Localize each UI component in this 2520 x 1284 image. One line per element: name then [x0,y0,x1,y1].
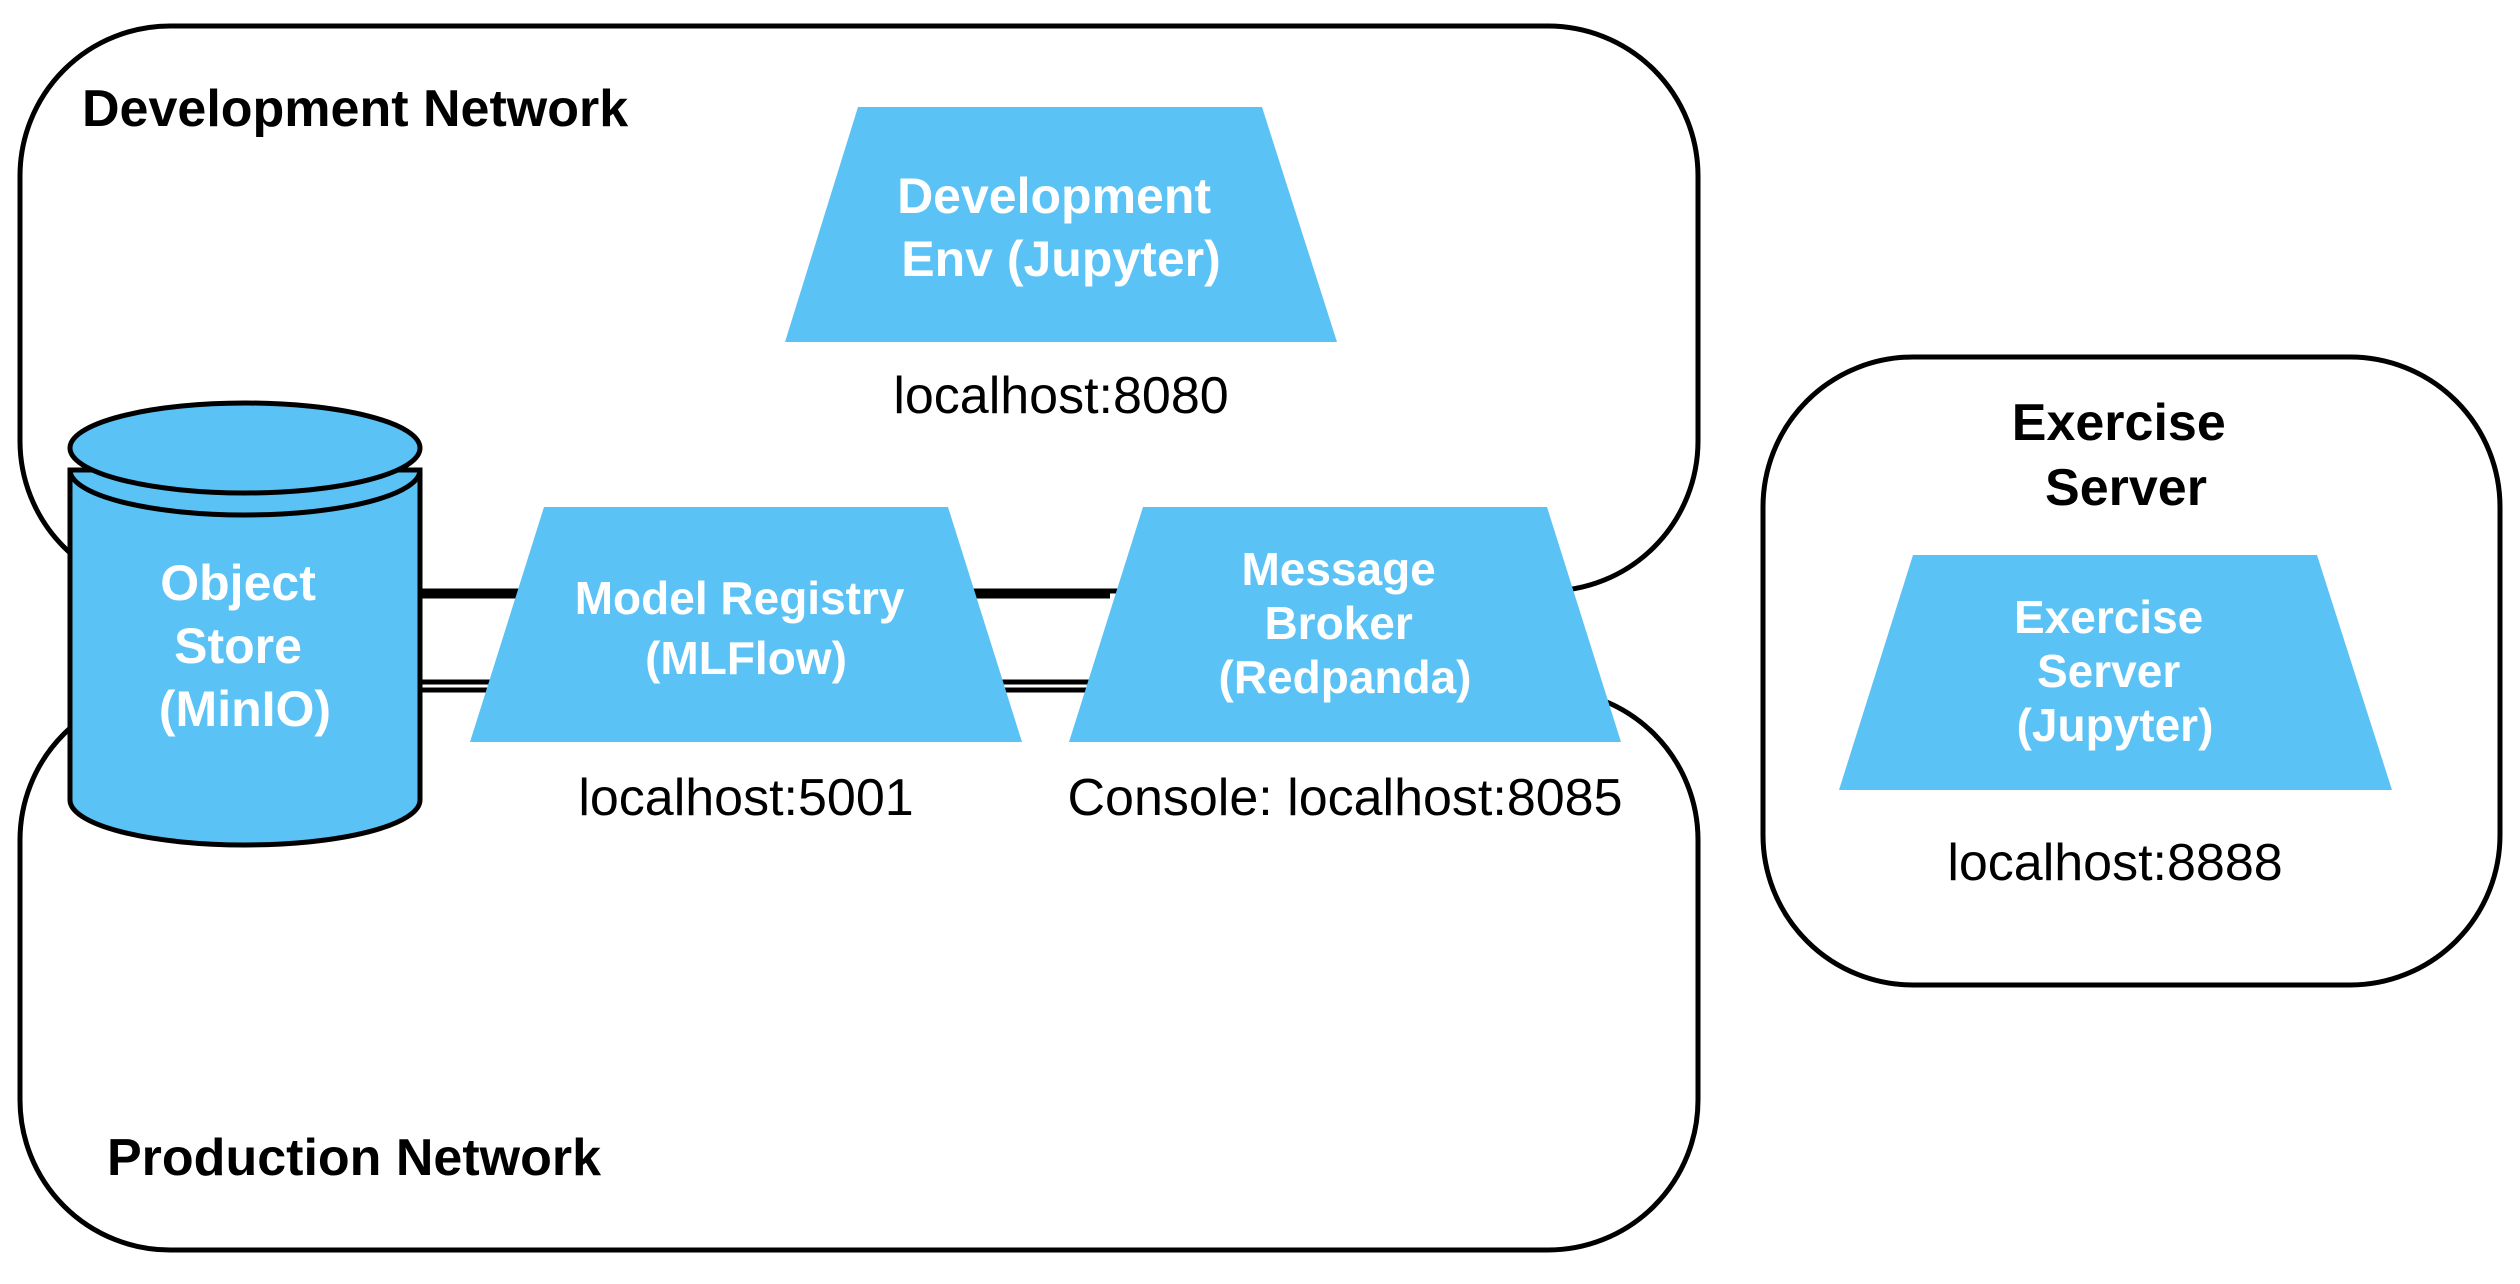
dev-env-line1: Development [897,168,1211,224]
development-network-label: Development Network [82,80,628,138]
exercise-server-line1: Exercise [2014,591,2203,643]
object-store-line1: Object [160,555,316,611]
object-store-line3: (MinIO) [159,681,331,737]
dev-env-shape [785,107,1337,342]
exercise-server-line2: Server [2037,645,2180,697]
message-broker-shape [1069,507,1621,742]
exercise-server-title: Exercise Server [2012,394,2240,517]
dev-env-label: Development Env (Jupyter) [897,168,1225,287]
cylinder-body [67,467,423,848]
object-store-line2: Store [174,618,302,674]
message-broker-line2: Broker [1264,597,1412,649]
model-registry-line2: (MLFlow) [645,632,847,684]
message-broker-label: Message Broker (Redpanda) [1219,543,1472,703]
model-registry-line1: Model Registry [575,572,905,624]
cylinder-rim [67,469,423,518]
object-store-label: Object Store (MinIO) [159,555,331,737]
model-registry-label: Model Registry (MLFlow) [575,572,918,684]
message-broker-line1: Message [1241,543,1435,595]
dev-env-line2: Env (Jupyter) [901,231,1221,287]
production-network-label: Production Network [107,1129,601,1187]
model-registry-shape [470,507,1022,742]
message-broker-port: Console: localhost:8085 [1067,769,1622,827]
exercise-server-title-line2: Server [2045,459,2207,517]
exercise-server-line3: (Jupyter) [2017,699,2214,751]
model-registry-port: localhost:5001 [578,769,913,827]
exercise-server-title-line1: Exercise [2012,394,2226,452]
exercise-server-shape [1839,555,2392,790]
dev-env-port: localhost:8080 [893,367,1228,425]
exercise-server-port: localhost:8888 [1947,834,2282,892]
exercise-server-label: Exercise Server (Jupyter) [2014,591,2216,751]
message-broker-line3: (Redpanda) [1219,651,1472,703]
cylinder-top [67,400,423,496]
object-store-cylinder [67,400,423,848]
